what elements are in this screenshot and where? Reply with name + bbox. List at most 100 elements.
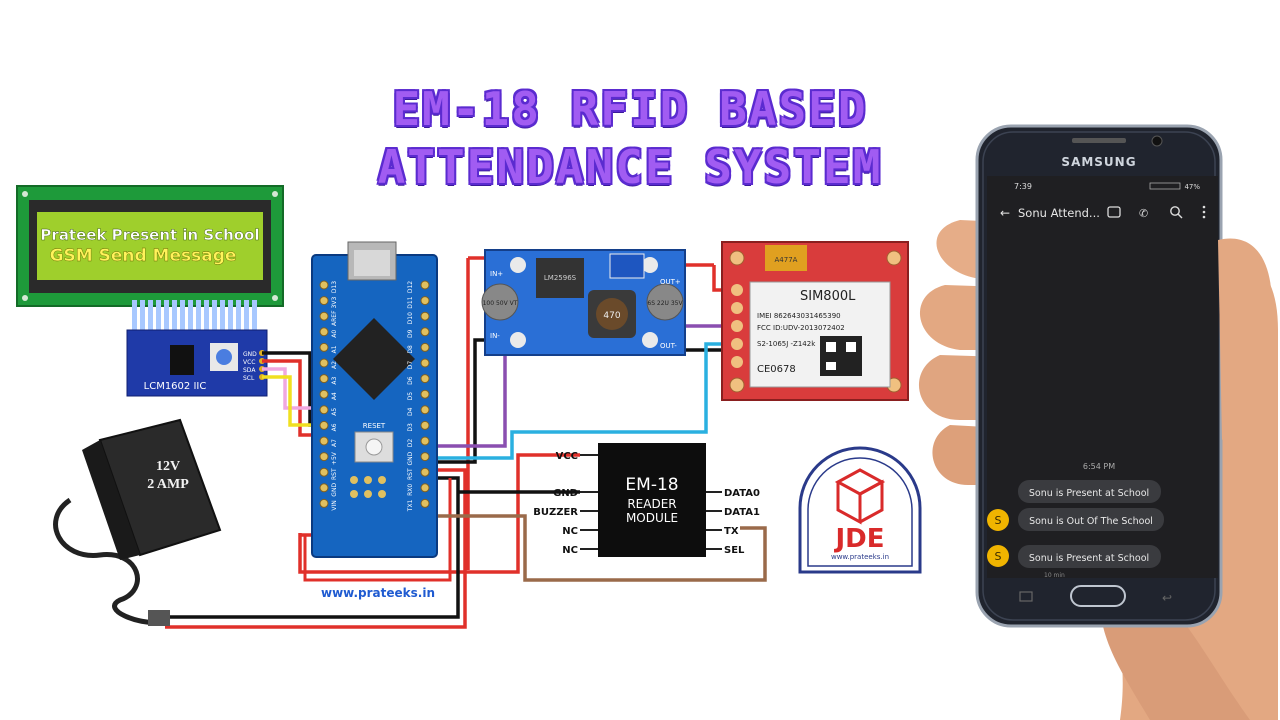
chat-title[interactable]: Sonu Attend... — [1018, 206, 1100, 220]
nano-pin-right — [420, 374, 430, 384]
status-battery: 47% — [1184, 183, 1200, 191]
i2c-pin-gnd: GND — [243, 351, 257, 358]
nano-pin-left — [319, 389, 329, 399]
nano-pin-right — [420, 467, 430, 477]
nano-pin-label: D11 — [407, 296, 414, 308]
lcd-header-pin — [188, 300, 193, 332]
title-line-1: EM-18 RFID BASED — [392, 82, 868, 136]
thumb — [1218, 238, 1272, 440]
em18-line-3: MODULE — [626, 511, 678, 525]
adapter-line-2: 2 AMP — [147, 477, 189, 492]
em18-line-1: EM-18 — [625, 475, 678, 495]
lcd-line-1: Prateek Present in School — [40, 226, 259, 244]
nano-pin-right — [420, 327, 430, 337]
icsp-pin — [364, 490, 372, 498]
nano-pin-label: A0 — [331, 330, 338, 338]
more-options-icon[interactable] — [1202, 205, 1206, 219]
nano-pin-left — [319, 327, 329, 337]
nano-pin-label: D13 — [331, 281, 338, 293]
jde-logo: JDE www.prateeks.in — [798, 446, 922, 574]
lcd-header-pin — [156, 300, 161, 332]
phone-brand: SAMSUNG — [1061, 155, 1136, 169]
message-time: 10 min — [1044, 572, 1065, 579]
nano-pin-label: D4 — [407, 407, 414, 416]
home-button[interactable] — [1070, 585, 1126, 607]
back-arrow-icon[interactable]: ← — [1000, 206, 1010, 220]
nano-pin-left — [319, 483, 329, 493]
nano-pin-right — [420, 436, 430, 446]
chat-timestamp: 6:54 PM — [1083, 462, 1115, 471]
reset-label: RESET — [363, 422, 386, 430]
icsp-pin — [364, 476, 372, 484]
lcd-header-pin — [140, 300, 145, 332]
buck-out-minus: OUT- — [660, 342, 677, 350]
message-text: Sonu is Present at School — [1029, 488, 1149, 499]
nano-pin-right — [420, 483, 430, 493]
em18-pin-left-label: BUZZER — [533, 507, 578, 518]
phone-call-icon[interactable]: ✆ — [1139, 207, 1148, 220]
nano-pin-label: RST — [331, 468, 338, 480]
logo-text: JDE — [833, 524, 884, 554]
inductor-label: 470 — [603, 311, 620, 321]
nano-pin-left — [319, 498, 329, 508]
video-call-icon[interactable] — [1107, 206, 1121, 218]
em18-pin-right-label: SEL — [724, 545, 745, 556]
nano-pin-label: AREF — [331, 310, 338, 326]
nano-pin-left — [319, 405, 329, 415]
lcd-header-pin — [148, 300, 153, 332]
message-bubble-1: Sonu is Present at School — [1018, 480, 1161, 503]
i2c-pin-scl: SCL — [243, 375, 255, 382]
adapter-line-1: 12V — [156, 459, 180, 474]
title-line-2: ATTENDANCE SYSTEM — [377, 140, 883, 194]
i2c-pin-sda: SDA — [243, 367, 256, 374]
em18-pin-left-label: NC — [562, 526, 578, 537]
nano-pin-label: +5V — [331, 451, 338, 465]
search-icon[interactable] — [1170, 206, 1180, 216]
nano-pin-label: RX0 — [407, 484, 414, 496]
sim-chip-label: A477A — [775, 256, 798, 264]
em18-pin-right-label: DATA1 — [724, 507, 760, 518]
nano-pin-label: GND — [407, 451, 414, 465]
nano-pin-label: D10 — [407, 312, 414, 324]
nano-pin-label: 3V3 — [331, 297, 338, 309]
buck-chip-label: LM2596S — [544, 274, 577, 282]
lcd-header-pin — [164, 300, 169, 332]
nano-pin-label: A2 — [331, 361, 338, 369]
nano-pin-label: D7 — [407, 361, 414, 370]
sim-ce: CE0678 — [757, 364, 796, 375]
phone: SAMSUNG 7:39 47% ← Sonu Attend... ✆ 6:54… — [975, 124, 1223, 628]
nano-pin-right — [420, 389, 430, 399]
em18-module: EM-18 READER MODULE VCCGNDBUZZERNCNCDATA… — [533, 443, 760, 557]
i2c-pin-vcc: VCC — [243, 359, 255, 366]
lcd-header-pin — [196, 300, 201, 332]
lcd-header-pin — [180, 300, 185, 332]
avatar — [987, 545, 1009, 567]
em18-pin-left-label: GND — [553, 488, 578, 499]
lcd-header-pin — [172, 300, 177, 332]
nano-pin-label: A3 — [331, 376, 338, 384]
message-bubble-2: S Sonu is Out Of The School — [987, 508, 1164, 531]
status-time: 7:39 — [1014, 182, 1032, 191]
nano-pin-right — [420, 280, 430, 290]
signal-icons — [1149, 182, 1181, 190]
sim-model: SIM800L — [800, 289, 856, 304]
back-icon[interactable]: ↩ — [1162, 591, 1172, 605]
nano-pin-right — [420, 358, 430, 368]
i2c-module: LCM1602 IIC GND VCC SDA SCL — [126, 329, 268, 397]
lcd-header-pin — [204, 300, 209, 332]
nano-pin-label: D2 — [407, 439, 414, 448]
recent-apps-icon[interactable] — [1019, 591, 1033, 602]
nano-pin-left — [319, 296, 329, 306]
em18-pin-right-label: TX — [724, 526, 739, 537]
message-bubble-3: S Sonu is Present at School — [987, 545, 1161, 568]
nano-pin-label: RST — [407, 468, 414, 480]
cap-left-label: 100 50V VT — [483, 300, 518, 307]
nano-pin-left — [319, 342, 329, 352]
lcd-header-pin — [228, 300, 233, 332]
lcd-screen — [37, 212, 263, 280]
icsp-pin — [350, 490, 358, 498]
nano-pin-left — [319, 374, 329, 384]
lcd-header-pin — [220, 300, 225, 332]
nano-pin-label: D5 — [407, 392, 414, 401]
